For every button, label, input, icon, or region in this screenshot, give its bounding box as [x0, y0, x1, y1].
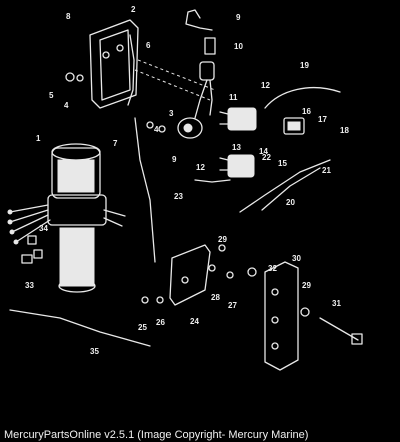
callout-label: 17	[318, 115, 327, 124]
callout-label: 34	[39, 224, 48, 233]
screws-25-29	[141, 244, 234, 304]
nut-32	[247, 267, 257, 277]
harness-35	[9, 309, 151, 347]
relay-upper	[219, 107, 257, 131]
callout-label: 1	[36, 134, 41, 143]
callout-label: 33	[25, 281, 34, 290]
circuit-breaker	[283, 117, 305, 135]
wire-23	[194, 179, 231, 183]
callout-label: 16	[302, 107, 311, 116]
callout-label: 12	[261, 81, 270, 90]
callout-label: 13	[232, 143, 241, 152]
pump-motor-assembly	[7, 143, 126, 293]
callout-label: 26	[156, 318, 165, 327]
callout-label: 21	[322, 166, 331, 175]
callout-label: 8	[66, 12, 71, 21]
callout-label: 18	[340, 126, 349, 135]
mounting-bracket	[89, 19, 216, 109]
trim-block	[264, 261, 299, 371]
callout-label: 9	[172, 155, 177, 164]
callout-label: 9	[236, 13, 241, 22]
washers-screws	[65, 72, 166, 133]
copyright-footer: MercuryPartsOnline v2.5.1 (Image Copyrig…	[4, 429, 309, 441]
callout-label: 20	[286, 198, 295, 207]
callout-label: 31	[332, 299, 341, 308]
callout-label: 7	[113, 139, 118, 148]
callout-label: 30	[292, 254, 301, 263]
callout-label: 23	[174, 192, 183, 201]
callout-label: 28	[211, 293, 220, 302]
harness-7	[134, 117, 156, 263]
wire-19	[264, 86, 341, 109]
bolt-31	[300, 307, 363, 345]
callout-label: 29	[218, 235, 227, 244]
callout-label: 32	[268, 264, 277, 273]
callout-label: 14	[259, 147, 268, 156]
callout-label: 15	[278, 159, 287, 168]
relay-lower	[219, 154, 255, 178]
fittings	[21, 235, 43, 264]
callout-label: 5	[49, 91, 54, 100]
exploded-parts-diagram: 1 2 3 4 4 5 6 7 8 9 9 10 11 12 12 13 14 …	[7, 5, 363, 371]
callout-label: 4	[154, 125, 159, 134]
callout-label: 10	[234, 42, 243, 51]
callout-label: 4	[64, 101, 69, 110]
callout-label: 24	[190, 317, 199, 326]
key-switch	[177, 117, 203, 139]
callout-label: 19	[300, 61, 309, 70]
callout-label: 35	[90, 347, 99, 356]
callout-label: 11	[229, 93, 238, 102]
wire-20	[239, 159, 331, 213]
callout-label: 3	[169, 109, 174, 118]
callout-label: 25	[138, 323, 147, 332]
callout-label: 6	[146, 41, 151, 50]
callout-label: 12	[196, 163, 205, 172]
fuse-harness	[185, 9, 216, 119]
callout-label: 29	[302, 281, 311, 290]
cable-6	[127, 34, 135, 106]
callout-label: 22	[262, 153, 271, 162]
wire-21	[261, 167, 321, 211]
callout-label: 27	[228, 301, 237, 310]
bracket-24	[169, 244, 211, 306]
callout-label: 2	[131, 5, 136, 14]
